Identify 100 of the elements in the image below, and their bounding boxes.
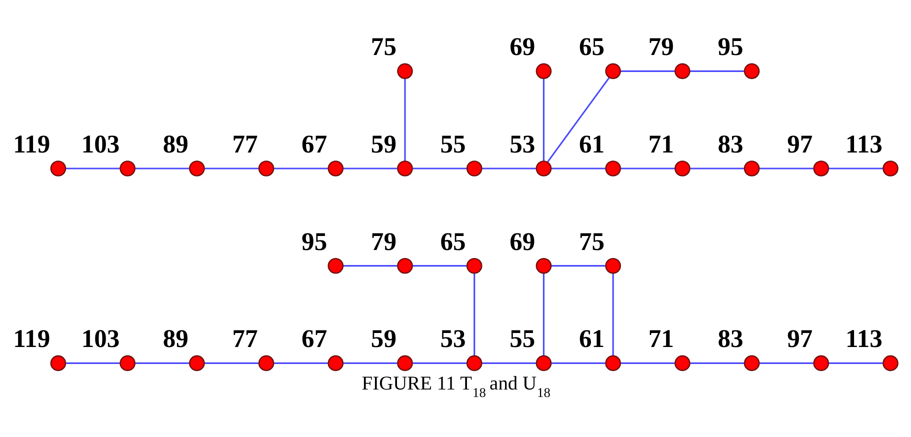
node-label: 53 — [440, 324, 466, 353]
node-label: 89 — [162, 324, 188, 353]
caption: FIGURE 11 T$_{18}$ and U$_{18}$ — [362, 373, 550, 400]
connector — [474, 272, 476, 356]
node-circle — [120, 354, 136, 371]
node-circle — [882, 160, 898, 176]
connector — [828, 167, 883, 169]
node-circle — [536, 354, 552, 371]
connector — [412, 362, 467, 364]
node-label: 79 — [648, 32, 674, 61]
connector — [612, 272, 614, 356]
node-label: 59 — [370, 128, 396, 158]
node-label: 67 — [302, 324, 328, 353]
connector — [135, 167, 190, 169]
connector — [690, 167, 744, 169]
node-label: 59 — [370, 324, 396, 353]
node-circle — [466, 257, 482, 274]
connector — [690, 70, 744, 72]
node-circle — [189, 160, 205, 176]
node-circle — [328, 354, 344, 371]
node-circle — [536, 257, 552, 274]
node-label: 65 — [579, 32, 605, 61]
node-label: 71 — [648, 128, 674, 158]
node-circle — [744, 62, 760, 79]
node-label: 55 — [510, 324, 536, 353]
connector — [135, 362, 190, 364]
connector — [551, 264, 606, 266]
node-circle — [744, 160, 760, 176]
node-circle — [605, 160, 621, 176]
connector — [482, 362, 536, 364]
node-circle — [466, 354, 482, 371]
node-label: 119 — [13, 128, 50, 158]
node-circle — [328, 257, 344, 274]
connector — [620, 167, 675, 169]
node-circle — [258, 354, 274, 371]
connector — [759, 362, 814, 364]
node-circle — [882, 354, 898, 371]
node-circle — [536, 160, 552, 176]
node-label: 53 — [510, 128, 536, 158]
node-circle — [120, 160, 136, 176]
node-label: 69 — [510, 226, 536, 256]
node-label: 97 — [787, 324, 813, 353]
connector — [343, 167, 398, 169]
node-label: 71 — [648, 324, 674, 353]
node-label: 95 — [718, 32, 744, 61]
connector — [690, 362, 744, 364]
node-label: 61 — [579, 324, 605, 353]
node-circle — [605, 354, 621, 371]
node-label: 67 — [302, 128, 328, 158]
node-circle — [605, 257, 621, 274]
node-circle — [50, 160, 66, 176]
connector — [542, 78, 544, 160]
node-label: 103 — [81, 128, 120, 158]
connector — [343, 362, 398, 364]
node-label: 75 — [579, 226, 605, 256]
node-circle — [744, 354, 760, 371]
node-label: 113 — [845, 324, 882, 353]
connector — [274, 362, 328, 364]
connector — [412, 167, 467, 169]
node-label: 61 — [579, 128, 605, 158]
node-circle — [813, 354, 830, 371]
connector — [343, 264, 398, 266]
node-label: 89 — [162, 128, 188, 158]
connector — [551, 362, 606, 364]
node-circle — [674, 354, 690, 371]
connector — [546, 76, 610, 162]
node-circle — [50, 354, 66, 371]
connector — [828, 362, 883, 364]
connector — [482, 167, 536, 169]
connector — [620, 70, 675, 72]
node-label: 77 — [232, 128, 258, 158]
node-circle — [813, 160, 830, 176]
node-circle — [674, 160, 690, 176]
node-circle — [466, 160, 482, 176]
connector — [542, 272, 544, 356]
node-label: 97 — [787, 128, 813, 158]
connector — [204, 167, 259, 169]
node-label: 77 — [232, 324, 258, 353]
node-circle — [397, 160, 413, 176]
node-circle — [328, 160, 344, 176]
node-circle — [536, 62, 552, 79]
node-label: 65 — [440, 226, 466, 256]
node-label: 83 — [718, 128, 744, 158]
connector — [759, 167, 814, 169]
connector — [66, 362, 120, 364]
node-circle — [397, 257, 413, 274]
node-label: 79 — [370, 226, 396, 256]
node-label: 103 — [81, 324, 120, 353]
node-label: 119 — [13, 324, 50, 353]
connector — [274, 167, 328, 169]
node-circle — [258, 160, 274, 176]
connector — [404, 78, 406, 160]
node-circle — [674, 62, 690, 79]
connector — [551, 167, 606, 169]
node-label: 69 — [510, 32, 536, 61]
node-label: 113 — [845, 128, 882, 158]
node-label: 83 — [718, 324, 744, 353]
node-label: 75 — [370, 32, 396, 61]
node-label: 55 — [440, 128, 466, 158]
node-circle — [189, 354, 205, 371]
